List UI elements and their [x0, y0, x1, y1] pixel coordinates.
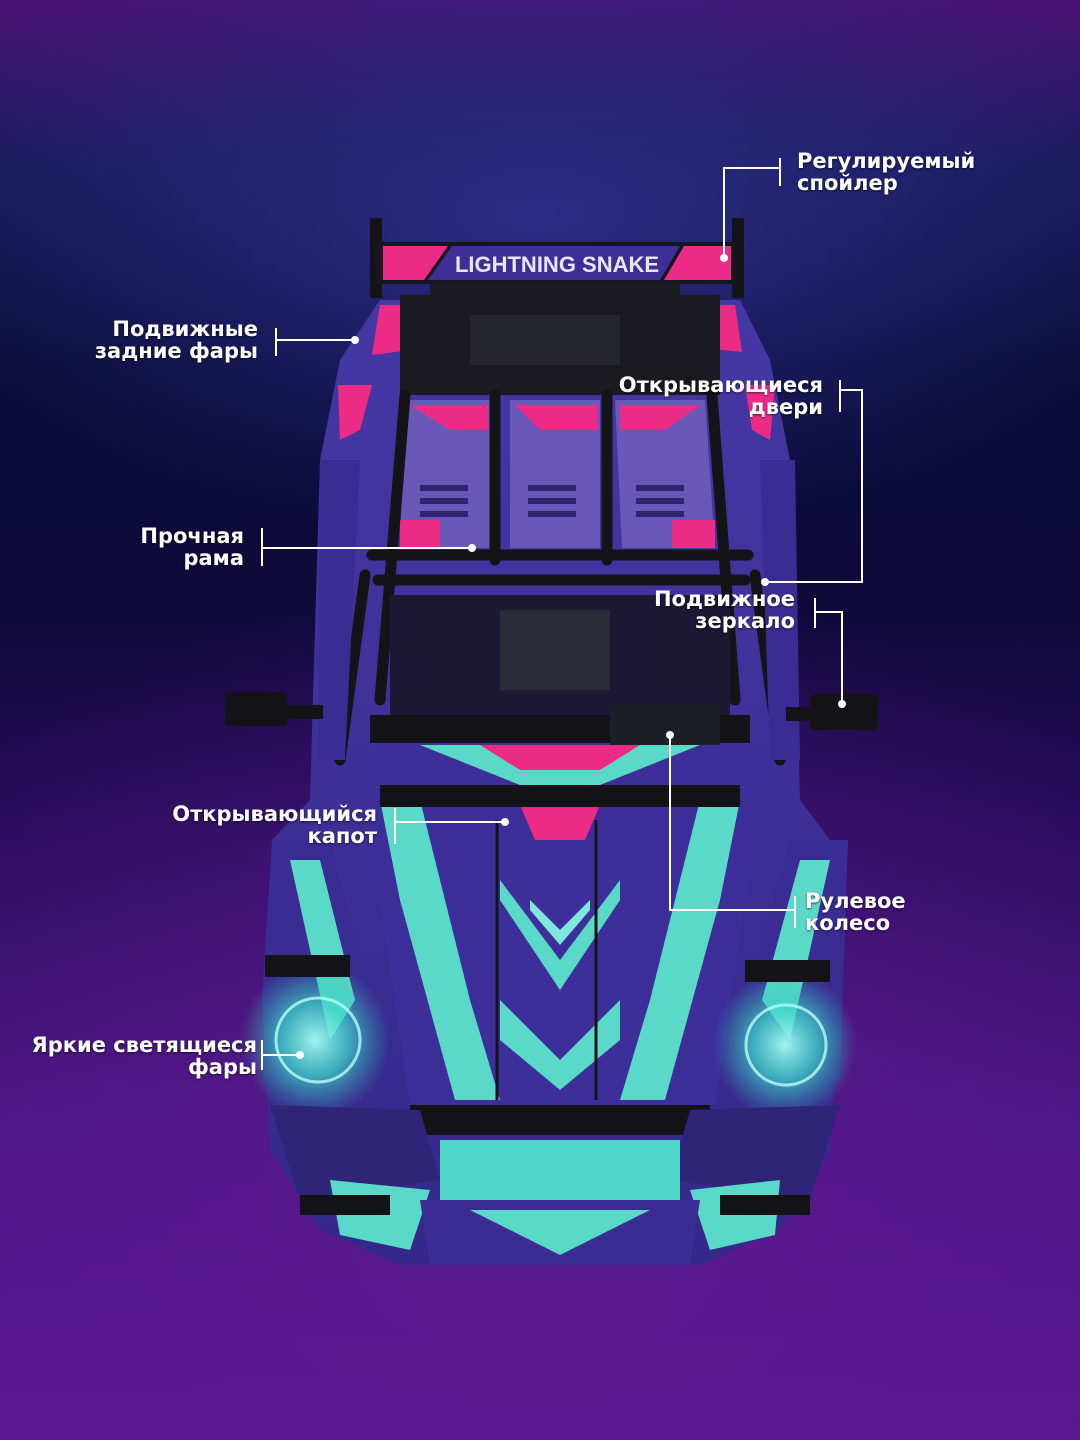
hood [365, 745, 760, 1105]
doors-leader [765, 389, 863, 583]
callout-lines [261, 158, 863, 1070]
spoiler-leader [723, 167, 780, 256]
callout-doors: Открывающиеся двери [618, 373, 823, 419]
mirrors [225, 692, 878, 730]
callout-hood: Открывающийся капот [172, 802, 377, 848]
mirror-leader [815, 611, 843, 704]
callout-mirror: Подвижное зеркало [653, 587, 795, 633]
callout-frame: Прочная рама [140, 524, 244, 570]
callout-dots [296, 254, 846, 1059]
callout-headlights: Яркие светящиеся фары [31, 1033, 257, 1079]
spoiler-lettering: LIGHTNING SNAKE [455, 252, 659, 277]
callout-steering: Рулевое колесо [805, 889, 906, 935]
headlights [240, 955, 857, 1120]
front-bumper [270, 1105, 840, 1265]
roof-panels [400, 400, 715, 548]
callout-spoiler: Регулируемый спойлер [797, 149, 976, 195]
callout-rear-lights: Подвижные задние фары [94, 317, 258, 363]
steering-leader [669, 735, 795, 911]
